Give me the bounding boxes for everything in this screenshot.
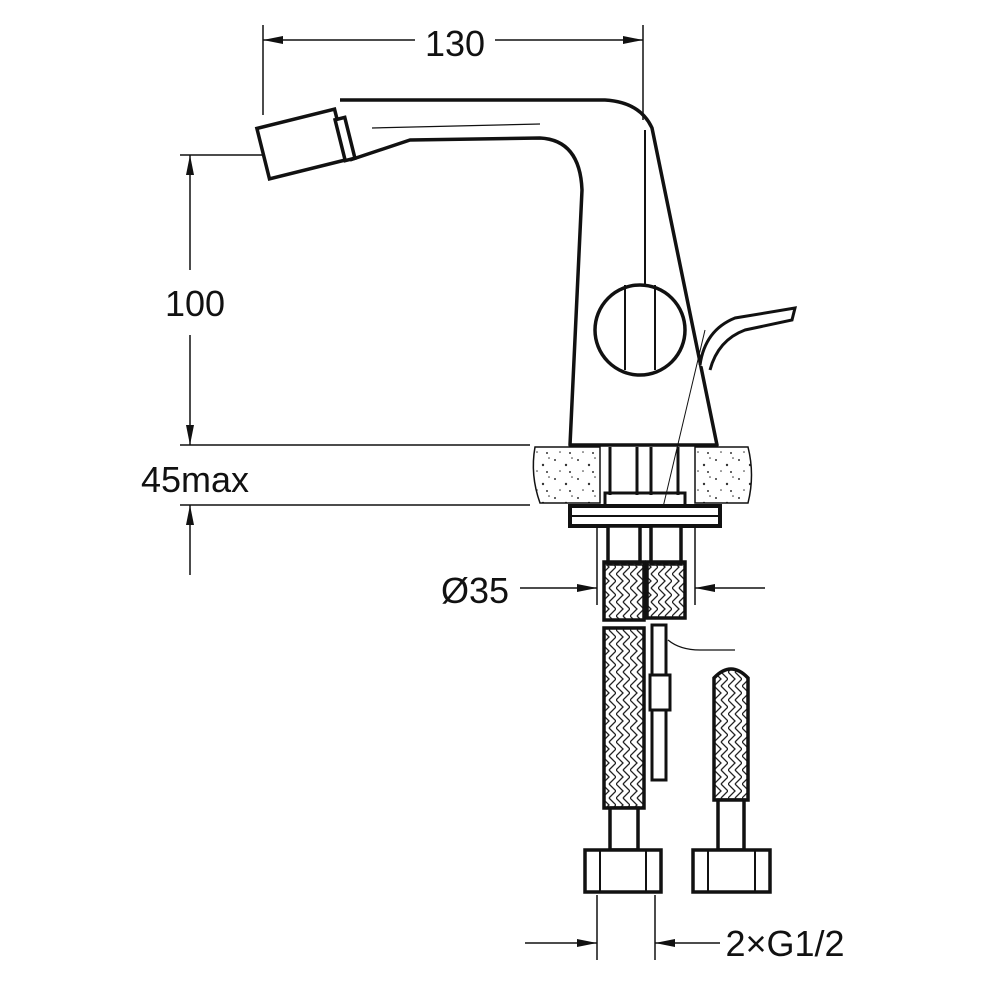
- mixer-body: [340, 98, 719, 447]
- aerator: [254, 106, 358, 182]
- shanks: [603, 447, 687, 509]
- flexible-hose-right: [645, 524, 687, 620]
- dimension-label-130: 130: [425, 23, 485, 64]
- dimension-45max: [180, 504, 530, 575]
- dimension-connection: [525, 895, 720, 960]
- lever-handle: [698, 306, 798, 371]
- flexible-hose-separate: [691, 667, 772, 894]
- dimension-label-diameter: Ø35: [441, 570, 509, 611]
- cartridge-cap: [593, 283, 687, 377]
- flexible-hose-left: [583, 524, 663, 894]
- dimension-diameter-35: [520, 525, 765, 605]
- dimension-label-45max: 45max: [141, 459, 249, 500]
- dimension-100: [180, 154, 530, 446]
- dimension-label-connection: 2×G1/2: [725, 923, 844, 964]
- countertop-section: [532, 446, 753, 504]
- dimension-label-100: 100: [165, 283, 225, 324]
- lift-rod-line: [659, 329, 706, 521]
- lift-rod: [648, 623, 735, 782]
- fixing-plate: [568, 504, 722, 528]
- dimension-130: [262, 25, 644, 120]
- cartridge-lines: [624, 285, 656, 370]
